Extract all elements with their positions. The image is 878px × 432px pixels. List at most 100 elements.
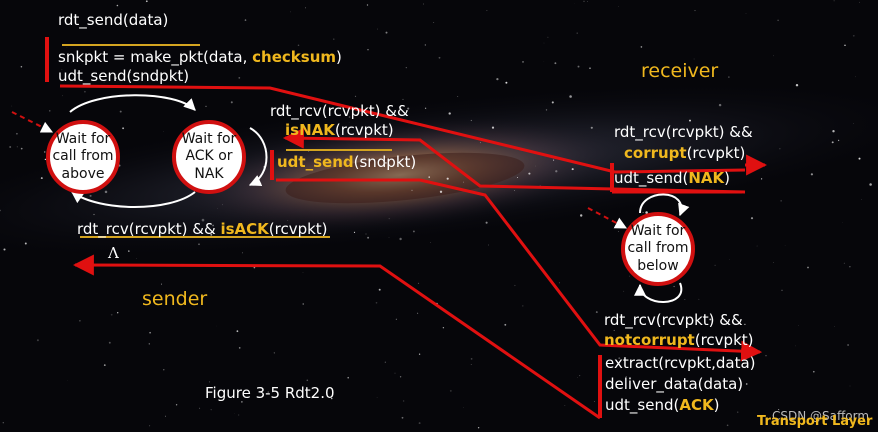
star [117, 312, 119, 314]
star [449, 389, 452, 392]
star [16, 146, 18, 148]
star [367, 236, 370, 239]
star [36, 339, 39, 342]
star [244, 19, 247, 21]
star [402, 98, 404, 100]
star [367, 49, 369, 51]
star [779, 148, 781, 150]
star [418, 422, 421, 425]
star [365, 233, 367, 235]
star [505, 81, 508, 84]
star [402, 400, 405, 402]
star [589, 67, 591, 70]
star [430, 241, 431, 243]
star [486, 9, 488, 11]
star [236, 330, 239, 333]
star [108, 341, 111, 344]
send-action-1: snkpkt = make_pkt(data, checksum) [58, 48, 342, 66]
star [165, 415, 166, 417]
star [417, 312, 419, 314]
nak-self-loop [248, 127, 268, 186]
ack-return-line [72, 254, 601, 420]
star [642, 212, 644, 214]
star [479, 142, 481, 144]
star [869, 183, 872, 186]
star [93, 213, 95, 216]
star [693, 58, 695, 60]
star [773, 55, 774, 57]
star [378, 288, 381, 291]
star [401, 416, 404, 419]
star [305, 7, 307, 9]
star [399, 376, 402, 378]
star [348, 116, 351, 118]
star [595, 311, 598, 314]
star [49, 110, 51, 112]
star [470, 364, 472, 365]
above-to-ack-arrow [69, 94, 196, 113]
star [750, 217, 754, 220]
notcorrupt-condition: notcorrupt(rcvpkt) [604, 331, 754, 349]
star [148, 343, 150, 345]
star [394, 372, 396, 374]
star [24, 242, 27, 245]
star [407, 107, 410, 110]
star [463, 407, 464, 408]
star [128, 250, 130, 252]
star [103, 81, 105, 83]
state-wait-call-above: Wait for call from above [46, 120, 120, 194]
star [11, 105, 13, 107]
star [714, 264, 716, 267]
star [388, 218, 390, 220]
star [385, 31, 388, 34]
star [554, 62, 557, 65]
star [618, 231, 619, 232]
send-action-2: udt_send(sndpkt) [58, 67, 190, 85]
star [832, 130, 835, 133]
star [297, 44, 300, 47]
star [201, 218, 205, 222]
star [238, 347, 241, 349]
star [547, 36, 549, 38]
star [849, 266, 851, 268]
star [781, 289, 783, 291]
notcorrupt-action-3: udt_send(ACK) [605, 396, 720, 414]
star [485, 221, 488, 224]
star [522, 61, 524, 63]
notcorrupt-event: rdt_rcv(rcvpkt) && [604, 311, 743, 329]
star [673, 285, 675, 288]
star [726, 424, 729, 427]
star [433, 22, 435, 23]
star [385, 162, 387, 164]
star [844, 44, 846, 47]
star [333, 38, 335, 40]
star [423, 3, 424, 5]
star [418, 353, 421, 355]
star [442, 327, 445, 329]
star [145, 0, 148, 3]
star [496, 77, 499, 81]
receiver-label: receiver [641, 60, 719, 82]
send-to-corrupt-line [59, 84, 746, 174]
nak-condition: isNAK(rcvpkt) [285, 121, 394, 139]
star [516, 176, 519, 179]
star [643, 68, 644, 70]
star [625, 376, 627, 378]
star [535, 165, 536, 167]
star [613, 329, 615, 331]
star [395, 318, 397, 320]
star [778, 408, 780, 411]
star [119, 110, 122, 113]
star [424, 44, 426, 46]
star [553, 159, 555, 161]
star [161, 283, 162, 285]
star [718, 103, 722, 107]
star [593, 401, 595, 402]
star [405, 67, 407, 69]
star [784, 245, 786, 246]
star [79, 320, 81, 322]
star [745, 383, 748, 385]
star [470, 119, 472, 122]
star [744, 323, 746, 326]
